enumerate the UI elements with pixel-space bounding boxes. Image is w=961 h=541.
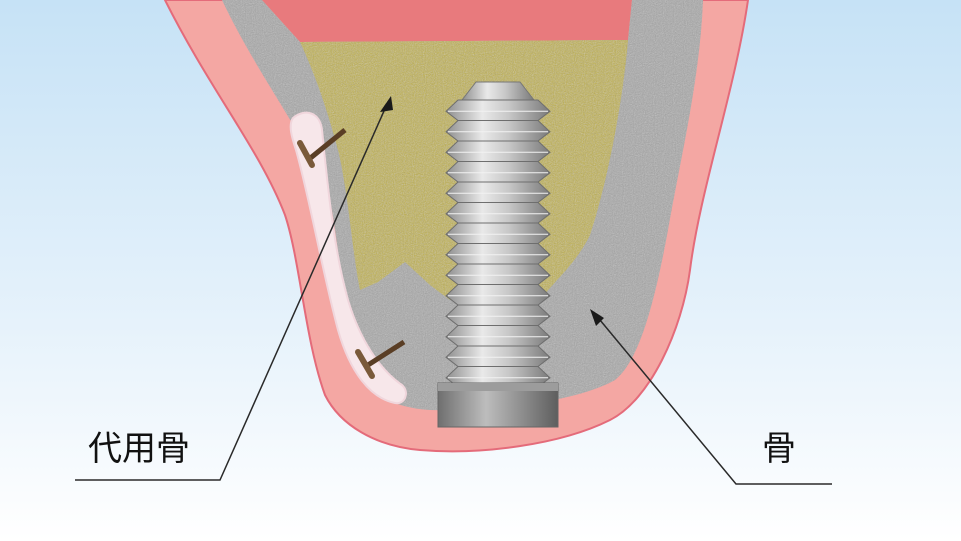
fixation-pin-upper [297,128,347,168]
leader-line-graft [75,101,389,481]
label-bone-substitute: 代用骨 [88,429,190,469]
membrane [289,111,407,405]
leader-line-bone [594,313,832,485]
leader-arrow-bone [590,309,604,326]
fixation-pin-lower [355,339,406,379]
leader-arrow-graft [380,96,393,112]
label-bone: 骨 [762,429,796,469]
gum-top-band [262,0,632,42]
dental-implant [437,81,559,428]
